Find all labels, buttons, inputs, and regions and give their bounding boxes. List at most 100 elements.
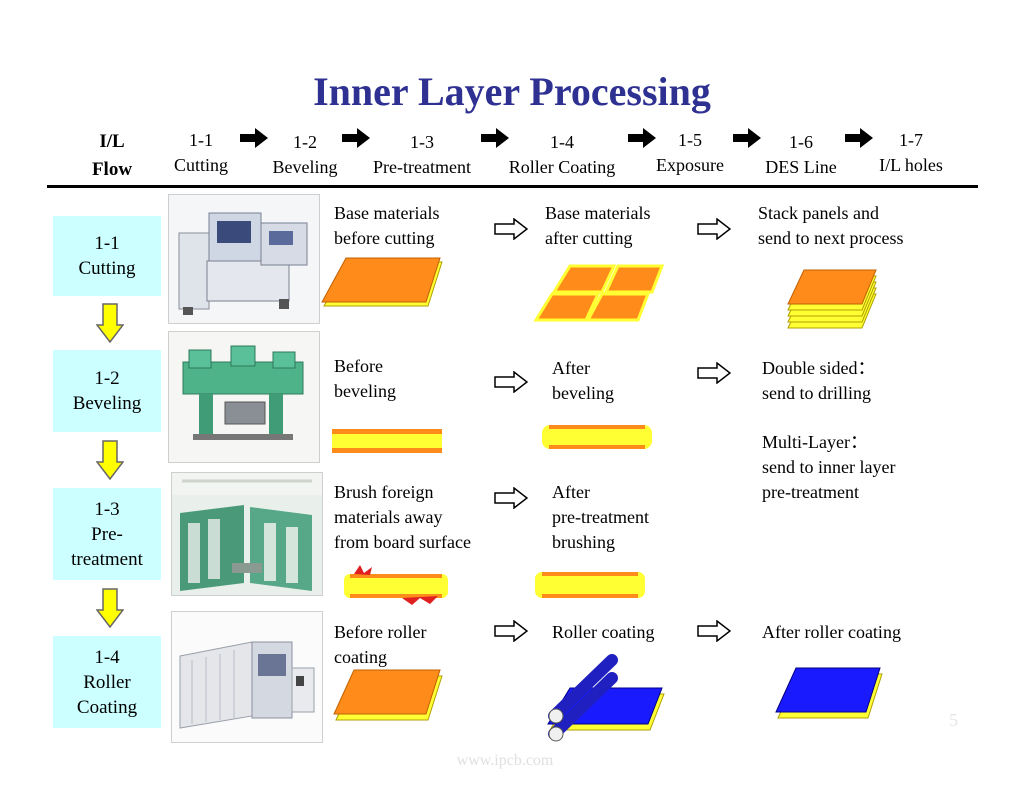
flow-step-num: 1-5 (678, 130, 702, 150)
flow-step-num: 1-2 (293, 132, 317, 152)
board-after-coating-icon (775, 667, 883, 719)
coating-during-text: Roller coating (552, 620, 654, 645)
text-line: Before roller (334, 622, 427, 642)
text-line: coating (334, 647, 387, 667)
flow-step-pretreatment: 1-3 Pre-treatment (362, 130, 482, 180)
stage-box-beveling: 1-2 Beveling (53, 350, 161, 432)
flow-step-num: 1-3 (410, 132, 434, 152)
hollow-arrow-icon (494, 620, 528, 642)
text-line: Base materials (334, 203, 440, 223)
text-line: after cutting (545, 228, 633, 248)
text-line: Base materials (545, 203, 651, 223)
base-material-board-icon (321, 257, 443, 307)
text-line: Multi-Layer： (762, 432, 868, 452)
text-line: beveling (552, 383, 614, 403)
beveling-before-text: Before beveling (334, 354, 396, 404)
text-line: materials away (334, 507, 443, 527)
board-after-beveling-icon (542, 425, 652, 449)
text-line: send to next process (758, 228, 904, 248)
stage-label: Beveling (72, 393, 142, 414)
flow-step-il-holes: 1-7 I/L holes (868, 128, 954, 178)
text-line: After (552, 482, 590, 502)
footer-watermark: www.ipcb.com (456, 752, 554, 769)
text-line: pre-treatment (762, 482, 859, 502)
stage-box-roller-coating: 1-4 Roller Coating (53, 636, 161, 728)
pretreatment-before-text: Brush foreign materials away from board … (334, 480, 471, 555)
flow-step-des-line: 1-6 DES Line (756, 130, 846, 180)
page-number: 5 (949, 710, 958, 730)
hollow-arrow-icon (494, 218, 528, 240)
board-before-beveling-icon (332, 429, 442, 453)
beveling-double-sided-text: Double sided： send to drilling (762, 356, 875, 406)
flow-arrow-icon (481, 128, 509, 148)
cutting-after-text: Base materials after cutting (545, 201, 650, 251)
text-line: Roller coating (552, 622, 655, 642)
flow-arrow-icon (628, 128, 656, 148)
text-line: before cutting (334, 228, 435, 248)
flow-step-exposure: 1-5 Exposure (647, 128, 733, 178)
cutting-machine-photo (168, 194, 320, 324)
flow-arrow-icon (240, 128, 268, 148)
cut-panels-icon (533, 264, 664, 322)
flow-step-beveling: 1-2 Beveling (265, 130, 345, 180)
flow-step-label: Roller Coating (508, 157, 616, 177)
page-title: Inner Layer Processing (313, 69, 711, 114)
hollow-arrow-icon (494, 371, 528, 393)
stage-num: 1-3 (94, 498, 120, 520)
stage-box-pretreatment: 1-3 Pre- treatment (53, 488, 161, 580)
stage-box-cutting: 1-1 Cutting (53, 216, 161, 296)
text-line: from board surface (334, 532, 471, 552)
flow-step-num: 1-7 (899, 130, 923, 150)
flow-step-label: Beveling (272, 157, 338, 177)
down-arrow-icon (96, 440, 124, 480)
text-line: Double sided： (762, 358, 876, 378)
text-line: send to drilling (762, 383, 871, 403)
text-line: pre-treatment (552, 507, 649, 527)
flow-arrow-icon (733, 128, 761, 148)
hollow-arrow-icon (494, 487, 528, 509)
stage-label: treatment (71, 548, 143, 570)
down-arrow-icon (96, 588, 124, 628)
hollow-arrow-icon (697, 620, 731, 642)
roller-coating-machine-photo (171, 611, 323, 743)
beveling-machine-photo (168, 331, 320, 463)
stage-num: 1-1 (94, 233, 120, 254)
board-after-pretreatment-icon (535, 572, 645, 598)
stage-num: 1-2 (94, 368, 120, 389)
flow-header-line1: I/L (99, 131, 125, 152)
beveling-after-text: After beveling (552, 356, 614, 406)
beveling-multi-layer-text: Multi-Layer： send to inner layer pre-tre… (762, 430, 895, 505)
flow-step-cutting: 1-1 Cutting (168, 128, 234, 178)
flow-step-num: 1-6 (789, 132, 813, 152)
text-line: send to inner layer (762, 457, 896, 477)
flow-step-num: 1-4 (550, 132, 574, 152)
flow-step-roller-coating: 1-4 Roller Coating (498, 130, 626, 180)
text-line: After (552, 358, 590, 378)
flow-header: I/L Flow (78, 128, 146, 184)
text-line: brushing (552, 532, 615, 552)
pretreatment-line-photo (171, 472, 323, 596)
stage-num: 1-4 (94, 646, 120, 668)
cutting-next-text: Stack panels and send to next process (758, 201, 903, 251)
text-line: Before (334, 356, 383, 376)
coating-after-text: After roller coating (762, 620, 901, 645)
stage-label: Cutting (78, 258, 136, 279)
board-before-coating-icon (333, 669, 443, 721)
flow-step-label: I/L holes (879, 155, 943, 175)
flow-step-label: Cutting (173, 155, 228, 175)
flow-header-line2: Flow (91, 159, 133, 180)
flow-arrow-icon (845, 128, 873, 148)
flow-step-num: 1-1 (189, 130, 213, 150)
stage-label: Coating (76, 696, 138, 718)
stage-label: Roller (83, 671, 131, 693)
board-with-foreign-material-icon (344, 565, 448, 605)
text-line: After roller coating (762, 622, 901, 642)
pretreatment-after-text: After pre-treatment brushing (552, 480, 649, 555)
hollow-arrow-icon (697, 218, 731, 240)
down-arrow-icon (96, 303, 124, 343)
flow-step-label: DES Line (765, 157, 837, 177)
roller-coating-icon (547, 654, 665, 742)
text-line: Stack panels and (758, 203, 879, 223)
stage-label: Pre- (91, 523, 123, 545)
text-line: Brush foreign (334, 482, 434, 502)
